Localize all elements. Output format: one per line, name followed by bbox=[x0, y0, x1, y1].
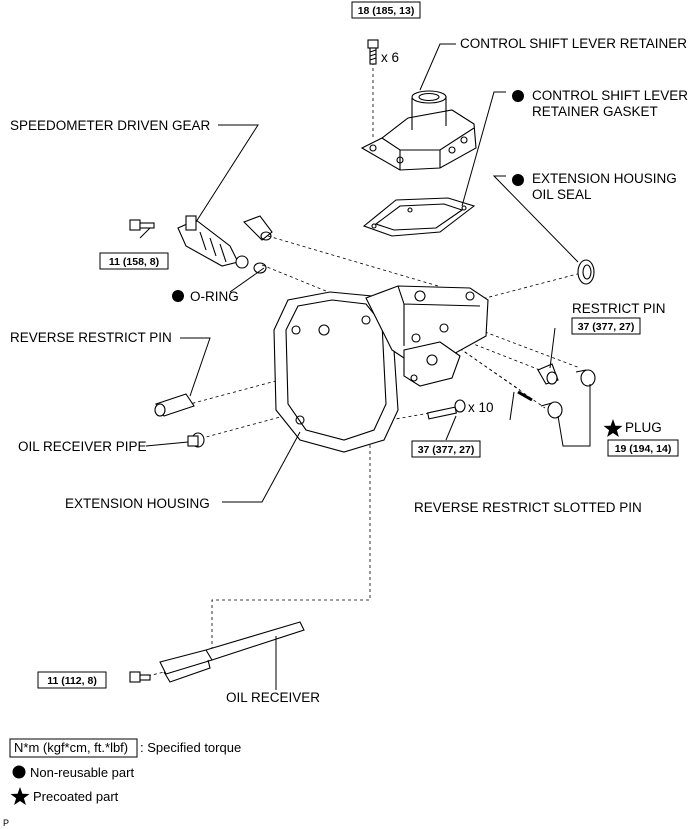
torque-speedo-bolt: 11 (158, 8) bbox=[109, 256, 159, 268]
torque-boxes: 18 (185, 13) 11 (158, 8) 37 (377, 27) 37… bbox=[37, 1, 679, 689]
retainer-bolt-icon bbox=[367, 39, 379, 65]
quantity-labels: x 6 x 10 bbox=[381, 50, 494, 415]
legend-non-reusable-icon bbox=[12, 765, 26, 779]
torque-retainer-bolt: 18 (185, 13) bbox=[358, 5, 415, 17]
speedo-bolt-icon bbox=[129, 219, 155, 231]
label-restrict-pin: RESTRICT PIN bbox=[572, 301, 666, 316]
oil-receiver bbox=[159, 621, 305, 683]
label-oil-receiver: OIL RECEIVER bbox=[226, 690, 320, 705]
label-plug: PLUG bbox=[625, 420, 662, 435]
extension-housing-oil-seal bbox=[577, 259, 595, 285]
corner-mark: P bbox=[3, 818, 9, 828]
housing-bolt-icon bbox=[427, 399, 466, 420]
oil-receiver-pipe bbox=[187, 432, 205, 448]
reverse-plug bbox=[540, 401, 563, 419]
torque-plug: 19 (194, 14) bbox=[615, 443, 672, 455]
non-reusable-icon bbox=[512, 174, 524, 186]
legend-star-icon bbox=[10, 787, 30, 805]
label-speedometer-driven-gear: SPEEDOMETER DRIVEN GEAR bbox=[10, 118, 211, 133]
label-reverse-restrict-pin: REVERSE RESTRICT PIN bbox=[10, 330, 172, 345]
part-labels: CONTROL SHIFT LEVER RETAINER CONTROL SHI… bbox=[10, 36, 688, 705]
o-ring bbox=[253, 262, 267, 274]
restrict-pin bbox=[537, 363, 559, 385]
label-o-ring: O-RING bbox=[190, 289, 239, 304]
legend-precoated: Precoated part bbox=[33, 789, 119, 804]
legend-non-reusable: Non-reusable part bbox=[30, 765, 134, 780]
legend-torque-unit: N*m (kgf*cm, ft.*lbf) bbox=[14, 740, 128, 755]
torque-housing-bolt: 37 (377, 27) bbox=[418, 444, 475, 456]
label-control-shift-lever-retainer: CONTROL SHIFT LEVER RETAINER bbox=[460, 36, 687, 51]
qty-retainer-bolts: x 6 bbox=[381, 50, 399, 65]
label-retainer-gasket-2: RETAINER GASKET bbox=[532, 104, 658, 119]
non-reusable-icon bbox=[172, 290, 184, 302]
speedometer-driven-gear bbox=[177, 215, 249, 269]
leader-lines bbox=[139, 43, 591, 690]
oil-receiver-bolt-icon bbox=[129, 671, 151, 683]
legend-torque-desc: : Specified torque bbox=[140, 740, 241, 755]
label-oil-seal-2: OIL SEAL bbox=[532, 187, 592, 202]
retainer-gasket bbox=[362, 197, 476, 237]
extension-housing bbox=[273, 285, 489, 453]
reverse-restrict-slotted-pin bbox=[517, 390, 533, 402]
torque-oil-receiver-bolt: 11 (112, 8) bbox=[47, 675, 97, 687]
legend: N*m (kgf*cm, ft.*lbf) : Specified torque… bbox=[9, 738, 241, 805]
speedometer-sleeve bbox=[243, 215, 273, 241]
label-reverse-restrict-slotted-pin: REVERSE RESTRICT SLOTTED PIN bbox=[414, 500, 642, 515]
control-shift-lever-retainer bbox=[360, 90, 477, 171]
plug-restrict bbox=[575, 369, 596, 387]
label-extension-housing: EXTENSION HOUSING bbox=[65, 496, 210, 511]
label-oil-seal-1: EXTENSION HOUSING bbox=[532, 171, 677, 186]
torque-restrict-pin: 37 (377, 27) bbox=[578, 321, 635, 333]
label-oil-receiver-pipe: OIL RECEIVER PIPE bbox=[18, 439, 147, 454]
non-reusable-icon bbox=[512, 90, 524, 102]
label-retainer-gasket-1: CONTROL SHIFT LEVER bbox=[532, 88, 688, 103]
precoated-star-icon bbox=[603, 419, 623, 437]
reverse-restrict-pin bbox=[154, 393, 195, 417]
qty-housing-bolts: x 10 bbox=[468, 400, 494, 415]
